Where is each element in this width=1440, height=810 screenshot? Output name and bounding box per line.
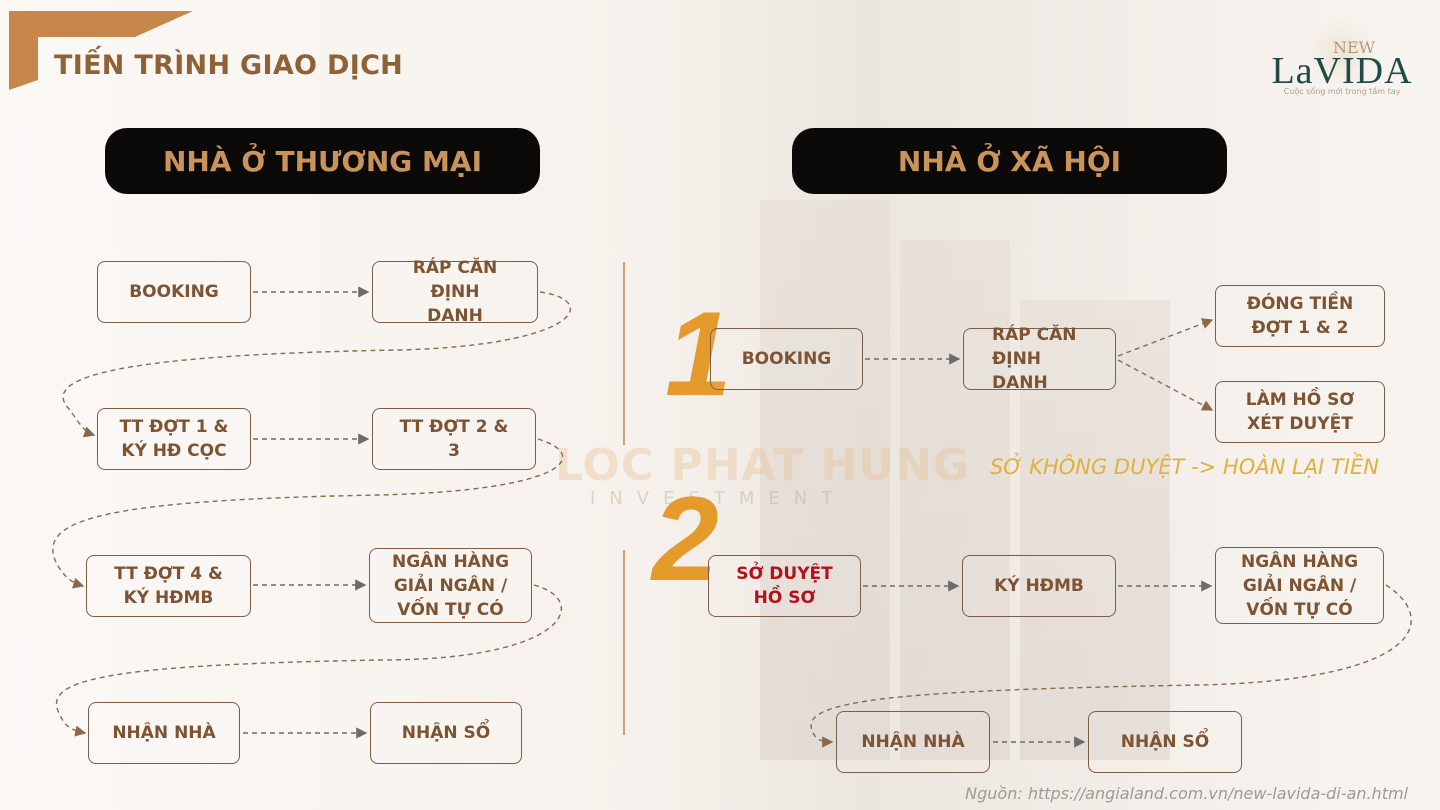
social-step-nhan-so: NHẬN SỔ xyxy=(1088,711,1242,773)
phase-number-2: 2 xyxy=(652,472,719,606)
step-tt-dot-4: TT ĐỢT 4 & KÝ HĐMB xyxy=(86,555,251,617)
corner-decoration xyxy=(9,11,193,90)
phase-number-1: 1 xyxy=(665,287,732,421)
lavida-logo: NEW LaVIDA Cuộc sống mới trong tầm tay xyxy=(1262,18,1422,108)
social-step-ngan-hang: NGÂN HÀNG GIẢI NGÂN / VỐN TỰ CÓ xyxy=(1215,547,1384,624)
step-tt-dot-1: TT ĐỢT 1 & KÝ HĐ CỌC xyxy=(97,408,251,470)
divider xyxy=(623,262,625,445)
background-building xyxy=(900,240,1010,760)
watermark-text: LOC PHAT HUNG xyxy=(555,440,971,491)
social-step-nhan-nha: NHẬN NHÀ xyxy=(836,711,990,773)
step-booking: BOOKING xyxy=(97,261,251,323)
social-step-lam-ho-so: LÀM HỒ SƠ XÉT DUYỆT xyxy=(1215,381,1385,443)
page-title: TIẾN TRÌNH GIAO DỊCH xyxy=(54,50,404,81)
step-ngan-hang-giai-ngan: NGÂN HÀNG GIẢI NGÂN / VỐN TỰ CÓ xyxy=(369,548,532,623)
watermark-subtext: INVESTMENT xyxy=(590,488,847,509)
step-rap-can-dinh-danh: RÁP CĂN ĐỊNH DANH xyxy=(372,258,538,326)
header-commercial-housing: NHÀ Ở THƯƠNG MẠI xyxy=(105,128,540,194)
social-step-booking: BOOKING xyxy=(710,328,863,390)
social-step-so-duyet: SỞ DUYỆT HỒ SƠ xyxy=(708,555,861,617)
divider xyxy=(623,550,625,735)
step-tt-dot-2-3: TT ĐỢT 2 & 3 xyxy=(372,408,536,470)
social-step-rap-can: RÁP CĂN ĐỊNH DANH xyxy=(963,325,1116,393)
header-social-housing: NHÀ Ở XÃ HỘI xyxy=(792,128,1227,194)
rejection-note: SỞ KHÔNG DUYỆT -> HOÀN LẠI TIỀN xyxy=(990,455,1379,479)
step-nhan-nha: NHẬN NHÀ xyxy=(88,702,240,764)
social-step-dong-tien: ĐÓNG TIỀN ĐỢT 1 & 2 xyxy=(1215,285,1385,347)
social-step-ky-hdmb: KÝ HĐMB xyxy=(962,555,1116,617)
source-note: Nguồn: https://angialand.com.vn/new-lavi… xyxy=(965,784,1408,803)
step-nhan-so: NHẬN SỔ xyxy=(370,702,522,764)
